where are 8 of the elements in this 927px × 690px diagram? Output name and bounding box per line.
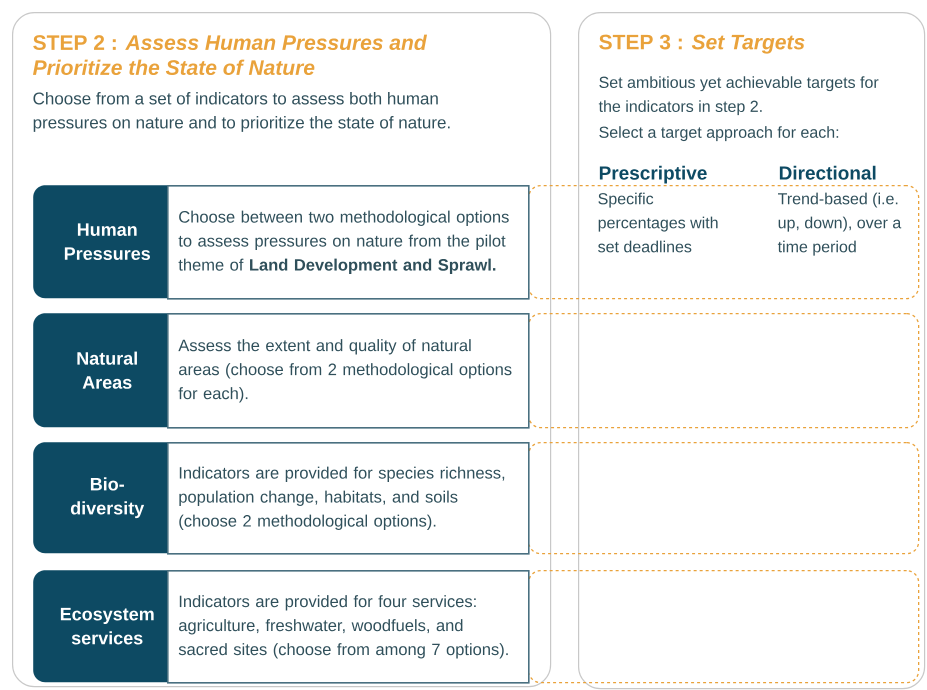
dashed-band bbox=[528, 442, 920, 554]
description-box: Choose between two methodological options to assess pressures on nature from the pilot theme of Land Development and Sprawl. bbox=[167, 185, 530, 300]
dashed-band bbox=[528, 570, 920, 684]
dashed-band bbox=[528, 313, 920, 428]
dashed-band: Specific percentages with set deadlines Trend-based (i.e. up, down), over a time period bbox=[528, 185, 920, 300]
description-box: Indicators are provided for four services: agriculture, freshwater, woodfuels, and sacred sites (choose from among 7 options). bbox=[167, 570, 530, 684]
description-box: Assess the extent and quality of natural areas (choose from 2 methodological options for each). bbox=[167, 313, 530, 429]
description-box: Indicators are provided for species richness, population change, habitats, and soils (choose 2 methodological options). bbox=[167, 442, 530, 555]
